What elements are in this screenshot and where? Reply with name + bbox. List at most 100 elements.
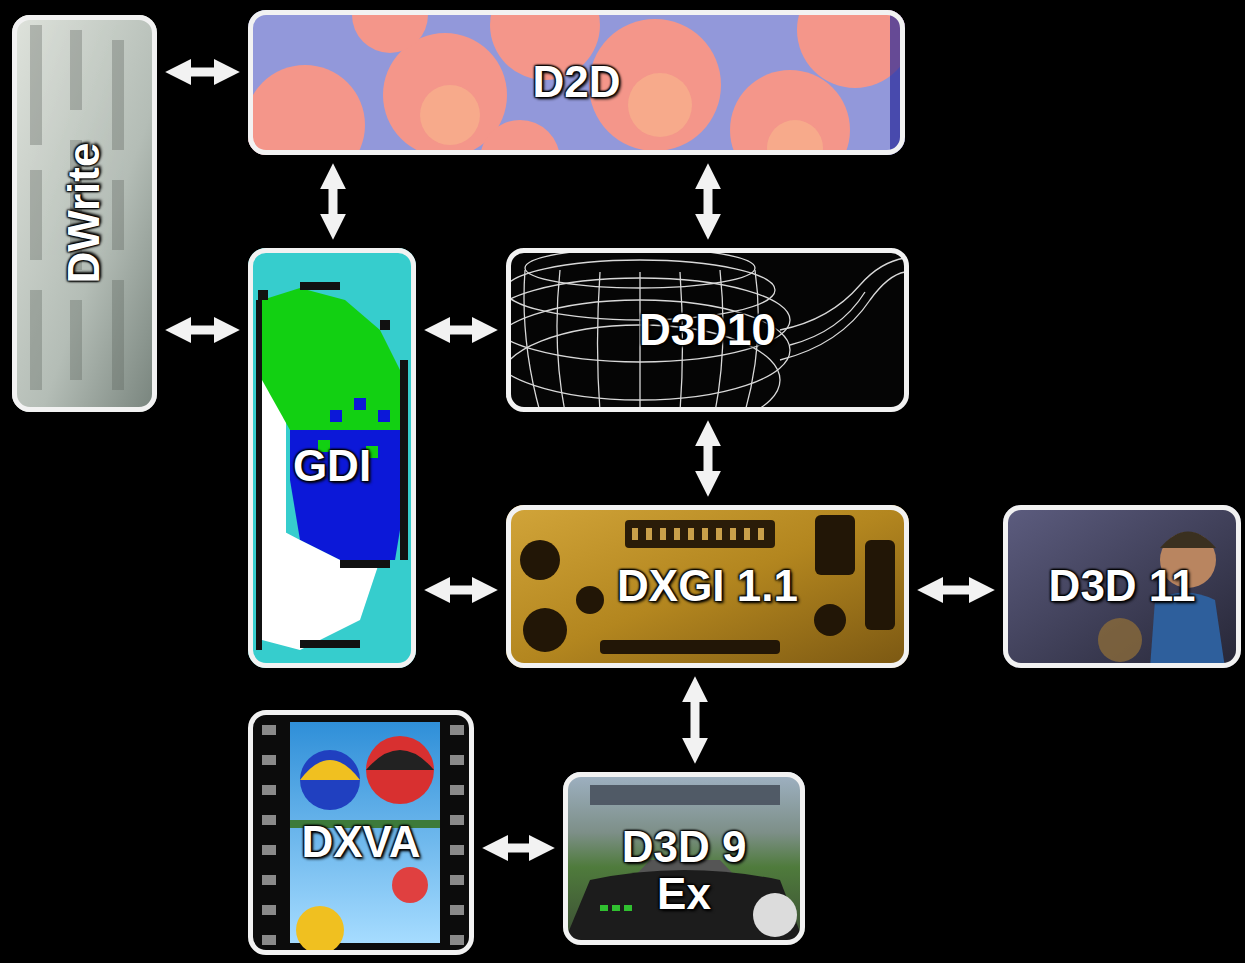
api-label: DWrite [61,143,107,284]
pixel-icon [256,282,408,650]
game-character [1098,618,1142,662]
circuit-board [815,515,855,575]
blob-pattern [248,10,905,155]
pixel-icon [400,360,408,560]
api-box: DXVA [248,710,474,955]
blob-pattern [797,10,905,88]
api-box: DWrite [12,15,157,412]
racing-scene [563,772,805,945]
api-box: GDI [248,248,416,668]
game-character [1003,505,1241,668]
blob-pattern [248,65,365,155]
film-strip [450,905,464,915]
paper-texture [112,180,124,250]
pixel-icon [256,300,262,650]
paper-texture [112,280,124,390]
paper-texture [12,15,157,412]
film-strip [262,815,276,825]
pixel-icon [248,248,416,668]
racing-scene [612,905,620,911]
api-label: DXVA [302,819,421,865]
double-arrow [938,586,974,595]
pixel-icon [248,248,416,668]
double-arrow [445,326,477,335]
film-strip [450,875,464,885]
pixel-icon [300,640,360,648]
film-strip [262,845,276,855]
api-label: D3D 11 [1049,563,1196,609]
blob-pattern [420,85,480,145]
film-strip [262,725,276,735]
film-strip [300,760,360,780]
circuit-board [646,528,652,540]
film-strip [366,750,434,770]
circuit-board [744,528,750,540]
teapot-wireframe [506,248,909,412]
circuit-board [688,528,694,540]
blob-pattern [352,10,428,53]
double-arrow [704,441,713,476]
film-strip [450,725,464,735]
circuit-board [523,608,567,652]
api-label: D3D 9 Ex [604,824,764,916]
film-strip [296,906,344,954]
teapot-wireframe [780,272,905,360]
teapot-wireframe [557,270,565,412]
film-strip [248,710,474,955]
film-strip [450,935,464,945]
api-label: DXGI 1.1 [617,563,798,609]
racing-scene [600,905,608,911]
double-arrow [329,184,338,219]
pixel-icon [354,398,366,410]
blob-pattern [767,120,823,155]
circuit-board [632,528,638,540]
circuit-board [716,528,722,540]
film-strip [450,755,464,765]
game-character [1003,505,1241,668]
double-arrow [704,184,713,219]
racing-scene [600,905,632,911]
racing-scene [624,905,632,911]
paper-texture [70,30,82,110]
pixel-icon [300,282,340,290]
paper-texture [12,15,157,412]
paper-texture [30,290,42,390]
film-strip [450,785,464,795]
blob-pattern [420,73,823,155]
circuit-board [814,604,846,636]
film-strip [262,785,276,795]
pixel-icon [290,430,405,560]
api-box: D2D [248,10,905,155]
teapot-wireframe [506,300,790,400]
game-character [1160,532,1216,549]
circuit-board [632,528,764,540]
double-arrow [503,844,534,853]
racing-scene [590,785,780,805]
double-arrow [186,326,219,335]
film-strip [392,867,428,903]
api-label: GDI [293,443,371,489]
circuit-board [506,505,909,668]
film-strip [262,905,276,915]
pixel-icon [262,288,400,430]
double-arrow [186,68,219,77]
circuit-board [520,515,895,654]
film-strip [262,935,276,945]
double-arrow [691,697,700,743]
circuit-board [730,528,736,540]
circuit-board [600,640,780,654]
film-strip [300,750,360,810]
circuit-board [506,505,909,668]
circuit-board [674,528,680,540]
film-strip [366,736,434,804]
pixel-icon [258,290,268,300]
film-strip [262,725,464,945]
pixel-icon [262,520,380,650]
teapot-wireframe [790,292,865,345]
paper-texture [30,25,124,390]
double-arrow [445,586,477,595]
circuit-board [576,586,604,614]
